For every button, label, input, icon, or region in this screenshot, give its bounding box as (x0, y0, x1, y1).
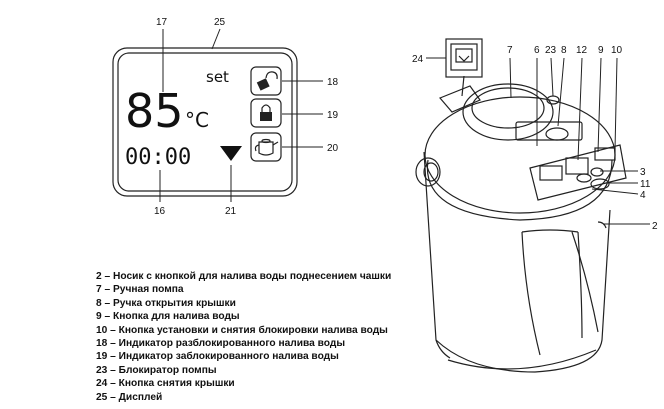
callout-24: 24 (412, 54, 424, 65)
legend-item-text: Ручка открытия крышки (113, 297, 236, 309)
legend-item-number: 2 (96, 271, 102, 282)
legend-item-text: Кнопка установки и снятия блокировки нал… (118, 324, 388, 336)
legend-item: 7 – Ручная помпа (96, 284, 184, 296)
legend-item: 9 – Кнопка для налива воды (96, 311, 240, 323)
legend-item-text: Ручная помпа (113, 284, 184, 296)
leader-25 (211, 28, 221, 50)
unlock-indicator (250, 66, 282, 96)
legend-item-number: 25 (96, 391, 108, 403)
lock-indicator (250, 98, 282, 128)
kettle-icon (254, 138, 279, 156)
callout-12: 12 (576, 45, 588, 56)
callout-23: 23 (545, 45, 557, 56)
unlock-icon (256, 71, 278, 91)
leader-7 (509, 57, 512, 99)
legend-item-number: 18 (96, 338, 108, 350)
thermopot-drawing (415, 83, 627, 373)
callout-10: 10 (611, 45, 623, 56)
temperature-unit: °C (185, 108, 209, 132)
legend-item: 24 – Кнопка снятия крышки (96, 378, 235, 390)
legend-item: 8 – Ручка открытия крышки (96, 297, 236, 309)
leader-8 (557, 57, 565, 127)
legend-item-text: Кнопка для налива воды (113, 311, 240, 323)
legend-item: 23 – Блокиратор помпы (96, 364, 217, 376)
legend-item-text: Кнопка снятия крышки (118, 378, 235, 390)
callout-21: 21 (225, 206, 237, 217)
legend-item-text: Носик с кнопкой для налива воды поднесен… (113, 271, 392, 282)
legend-item-text: Индикатор заблокированного налива воды (118, 351, 339, 363)
legend-item-number: 10 (96, 324, 108, 336)
kettle-indicator (250, 132, 282, 162)
legend-item: 2 – Носик с кнопкой для налива воды подн… (96, 271, 392, 282)
legend-item-number: 19 (96, 351, 108, 363)
leader-23 (550, 57, 554, 97)
legend-item: 18 – Индикатор разблокированного налива … (96, 338, 346, 350)
callout-9: 9 (598, 45, 604, 56)
callout-4: 4 (640, 190, 646, 201)
callout-2: 2 (652, 221, 658, 232)
display-panel (112, 47, 298, 197)
down-arrow-icon (220, 146, 242, 161)
callout-18: 18 (327, 77, 339, 88)
leader-4 (591, 188, 639, 195)
callout-17: 17 (156, 17, 168, 28)
legend-item-number: 8 (96, 297, 102, 309)
leader-10 (614, 57, 618, 151)
lock-icon (260, 104, 272, 121)
legend-item-number: 23 (96, 364, 108, 376)
callout-8: 8 (561, 45, 567, 56)
legend-item-text: Блокиратор помпы (118, 364, 217, 376)
legend-item-number: 7 (96, 284, 102, 296)
set-label: set (206, 68, 229, 86)
callout-7: 7 (507, 45, 513, 56)
callout-19: 19 (327, 110, 339, 121)
legend-item: 25 – Дисплей (96, 391, 163, 403)
legend-item-number: 24 (96, 378, 108, 390)
lid-release-button-inset (445, 38, 483, 97)
legend-item-number: 9 (96, 311, 102, 323)
legend-item: 10 – Кнопка установки и снятия блокировк… (96, 324, 388, 336)
legend-item-text: Дисплей (118, 391, 163, 403)
legend-item-text: Индикатор разблокированного налива воды (118, 338, 346, 350)
legend-item: 19 – Индикатор заблокированного налива в… (96, 351, 339, 363)
temperature-value: 85 (125, 84, 184, 138)
leader-12 (577, 57, 583, 161)
time-display: 00:00 (125, 145, 191, 170)
leader-9 (597, 57, 602, 153)
callout-6: 6 (534, 45, 540, 56)
callout-3: 3 (640, 167, 646, 178)
legend: 2 – Носик с кнопкой для налива воды подн… (96, 270, 391, 404)
callout-16: 16 (154, 206, 166, 217)
callout-25: 25 (214, 17, 226, 28)
callout-11: 11 (640, 179, 651, 190)
callout-20: 20 (327, 143, 339, 154)
